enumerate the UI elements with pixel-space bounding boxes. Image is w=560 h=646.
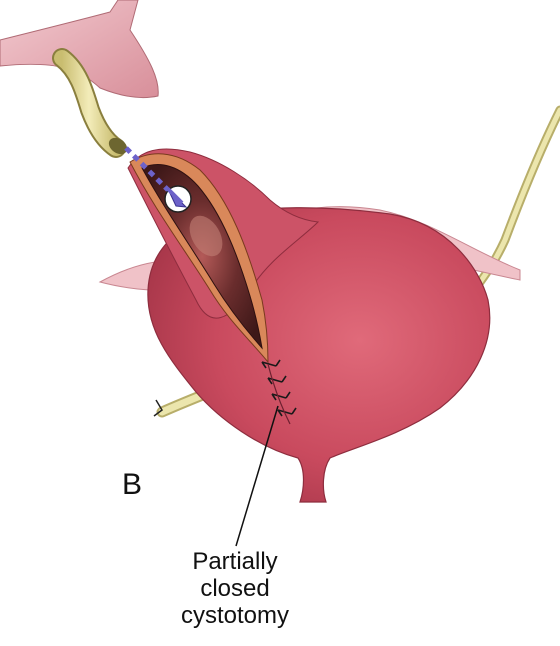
callout-line-3: cystotomy (180, 602, 290, 629)
direction-arrow-icon (124, 146, 192, 213)
sutures-icon (261, 359, 297, 425)
callout-line-2: closed (200, 575, 270, 602)
callout-label: Partially closed cystotomy (160, 548, 310, 629)
panel-letter: B (122, 468, 143, 501)
callout-leader-line (235, 405, 279, 547)
callout-line-1: Partially (192, 548, 278, 575)
